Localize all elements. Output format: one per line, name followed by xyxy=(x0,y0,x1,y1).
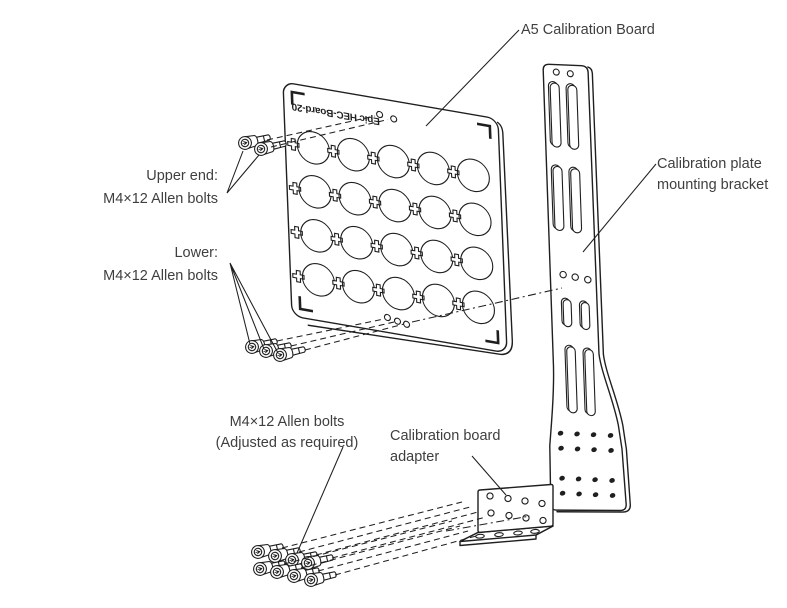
board-corner-mark-bl xyxy=(298,295,314,313)
bracket-middle-holes xyxy=(559,270,592,284)
lower-bolts-label: Lower: M4×12 Allen bolts xyxy=(103,242,218,288)
bracket-top-holes xyxy=(552,68,574,78)
bracket-label: Calibration plate mounting bracket xyxy=(657,154,768,196)
adapter-flange-holes xyxy=(475,528,540,539)
leader-lines xyxy=(226,29,657,554)
adapter-face xyxy=(477,483,554,534)
board-corner-mark-tl xyxy=(290,90,305,105)
board-face xyxy=(282,83,508,352)
board-thickness-edge xyxy=(307,121,514,356)
adapter-drawing xyxy=(459,483,554,547)
lower-bolts-label-line1: Lower: xyxy=(174,245,218,261)
alignment-dashed-lines xyxy=(266,115,563,576)
bracket-dot-pattern xyxy=(557,430,616,498)
leader-adjust-bolts xyxy=(296,446,344,554)
bracket-slots xyxy=(547,80,596,417)
board-top-holes xyxy=(376,110,398,123)
lower-bolts-label-line2: M4×12 Allen bolts xyxy=(103,268,218,284)
bracket-label-line1: Calibration plate xyxy=(657,156,762,172)
leader-board-label xyxy=(425,29,520,127)
board-corner-mark-br xyxy=(485,329,500,345)
adapter-label-line2: adapter xyxy=(390,448,440,465)
adjust-bolts-label: M4×12 Allen bolts (Adjusted as required) xyxy=(207,412,367,453)
leader-adapter-label xyxy=(471,455,507,496)
board-label: A5 Calibration Board xyxy=(521,19,655,42)
board-corner-mark-tr xyxy=(476,122,492,140)
mounting-bracket-drawing xyxy=(542,63,631,513)
bracket-label-line2: mounting bracket xyxy=(657,177,769,193)
adapter-label: Calibration board adapter xyxy=(390,426,500,467)
leader-lower-bolts xyxy=(229,262,279,354)
upper-bolts-label: Upper end: M4×12 Allen bolts xyxy=(103,165,218,211)
board-label-text: A5 Calibration Board xyxy=(521,21,655,38)
upper-bolts-label-line1: Upper end: xyxy=(146,168,218,184)
bracket-outline xyxy=(542,63,627,512)
adapter-face-holes xyxy=(486,492,547,525)
bracket-thickness-edge xyxy=(556,66,631,513)
adapter-label-line1: Calibration board xyxy=(390,428,501,444)
adjust-bolts-label-line1: M4×12 Allen bolts xyxy=(229,414,345,430)
adjust-bolts-label-line2: (Adjusted as required) xyxy=(215,434,359,451)
board-circle-pattern xyxy=(286,131,495,325)
leader-upper-bolts xyxy=(226,150,260,194)
calibration-board-drawing: Epic HEC-Board-20 xyxy=(282,83,514,356)
upper-bolts-label-line2: M4×12 Allen bolts xyxy=(103,191,218,207)
leader-bracket-label xyxy=(582,163,657,253)
